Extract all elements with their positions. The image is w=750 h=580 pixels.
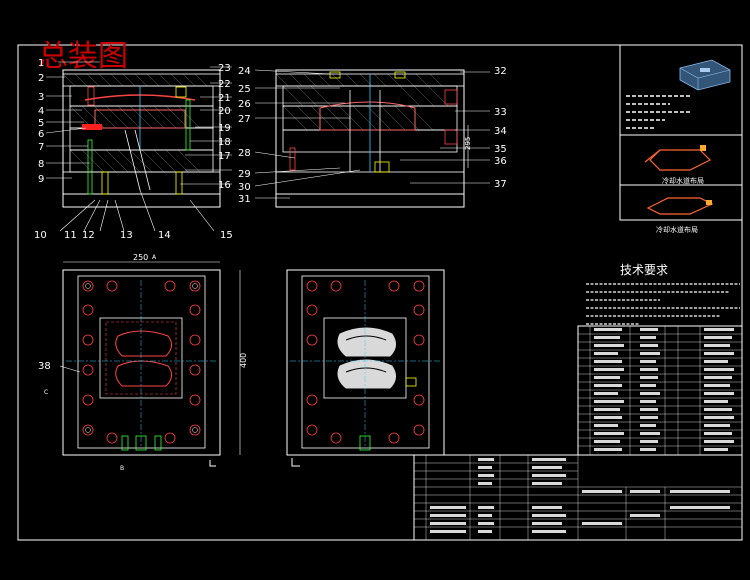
part-number-label: 21 — [218, 93, 231, 104]
part-number-label: 17 — [218, 151, 231, 162]
water-channel-label: 冷却水道布局 — [662, 176, 704, 185]
section-a-view — [62, 69, 221, 208]
section-marker-c: C — [44, 389, 48, 396]
part-number-label: 11 — [64, 230, 77, 241]
part-number-label: 3 — [38, 92, 44, 103]
part-number-label: 4 — [38, 106, 44, 117]
section-marker-a: A — [152, 254, 157, 261]
tech-requirements-title: 技术要求 — [620, 263, 668, 277]
plan-view-fixed-half: 250 400 38 A B C — [38, 253, 248, 472]
part-number-label: 16 — [218, 180, 231, 191]
part-number-label: 37 — [494, 179, 507, 190]
part-numbers-section-a-right: 23 22 21 20 19 18 17 16 — [218, 63, 231, 191]
part-numbers-left: 1 2 3 4 5 6 7 8 9 — [38, 58, 44, 185]
part-3d-view — [626, 59, 731, 129]
part-number-label: 24 — [238, 66, 251, 77]
part-number-label: 31 — [238, 194, 251, 205]
part-number-label: 19 — [218, 123, 231, 134]
part-number-label: 14 — [158, 230, 171, 241]
part-numbers-section-b-right: 32 33 34 35 36 37 — [494, 66, 507, 190]
part-number-label: 1 — [38, 58, 44, 69]
part-number-label: 22 — [218, 79, 231, 90]
water-channel-view-1: 冷却水道布局 — [644, 145, 712, 185]
part-number-label: 9 — [38, 174, 44, 185]
part-number-label: 5 — [38, 118, 44, 129]
part-numbers-bottom-left: 10 11 12 13 14 15 — [34, 230, 233, 241]
part-number-label: 13 — [120, 230, 133, 241]
part-number-label: 6 — [38, 129, 44, 140]
outer-border — [17, 44, 743, 541]
part-number-label: 25 — [238, 84, 251, 95]
title-block — [413, 454, 743, 541]
right-panel-border — [619, 44, 743, 221]
part-number-label: 28 — [238, 148, 251, 159]
part-number-label: 36 — [494, 156, 507, 167]
part-number-label: 15 — [220, 230, 233, 241]
part-number-label: 10 — [34, 230, 47, 241]
part-number-label: 30 — [238, 182, 251, 193]
bom-table — [577, 325, 743, 456]
drawing-title: 总装图 — [38, 39, 128, 74]
part-number-label: 35 — [494, 144, 507, 155]
technical-requirements: 技术要求 — [586, 263, 740, 325]
section-marker-b: B — [120, 465, 124, 472]
part-number-label: 12 — [82, 230, 95, 241]
section-b-view — [275, 69, 469, 208]
plan-view-moving-half — [286, 269, 445, 467]
part-number-38: 38 — [38, 361, 51, 372]
part-number-label: 8 — [38, 159, 44, 170]
dimension-height-section: 295 — [464, 137, 472, 150]
dimension-height: 400 — [239, 353, 248, 368]
part-number-label: 26 — [238, 99, 251, 110]
part-numbers-section-b-left: 24 25 26 27 28 29 30 31 — [238, 66, 251, 205]
part-number-label: 7 — [38, 142, 44, 153]
part-number-label: 32 — [494, 66, 507, 77]
part-number-label: 2 — [38, 73, 44, 84]
part-number-label: 33 — [494, 107, 507, 118]
dimension-width: 250 — [133, 253, 148, 262]
part-number-label: 27 — [238, 114, 251, 125]
part-number-label: 29 — [238, 169, 251, 180]
water-channel-view-2: 冷却水道布局 — [646, 197, 714, 234]
part-number-label: 23 — [218, 63, 231, 74]
part-number-label: 20 — [218, 106, 231, 117]
water-channel-label: 冷却水道布局 — [656, 225, 698, 234]
part-number-label: 18 — [218, 137, 231, 148]
part-number-label: 34 — [494, 126, 507, 137]
